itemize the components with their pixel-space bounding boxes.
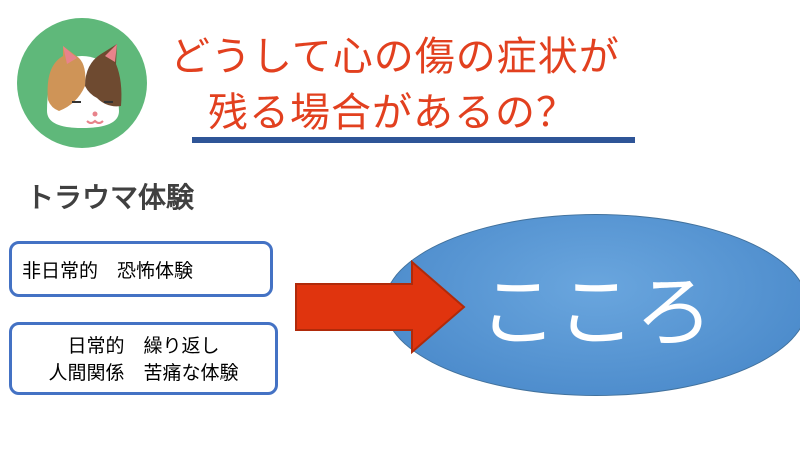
ellipse-text: こころ bbox=[478, 268, 713, 358]
cat-avatar-icon bbox=[15, 16, 149, 150]
box-text-line1: 日常的 繰り返し bbox=[67, 335, 220, 357]
box-text-line2: 人間関係 苦痛な体験 bbox=[48, 362, 239, 384]
box-text: 非日常的 恐怖体験 bbox=[22, 260, 194, 282]
experience-box-nonroutine: 非日常的 恐怖体験 bbox=[9, 241, 273, 297]
title-underline bbox=[192, 137, 635, 143]
slide-title-line1: どうして心の傷の症状が bbox=[170, 34, 620, 80]
experience-box-routine: 日常的 繰り返し 人間関係 苦痛な体験 bbox=[9, 322, 278, 395]
slide-title-line2: 残る場合があるの？ bbox=[208, 90, 577, 136]
right-arrow-icon bbox=[294, 259, 468, 358]
subheading: トラウマ体験 bbox=[26, 181, 195, 214]
